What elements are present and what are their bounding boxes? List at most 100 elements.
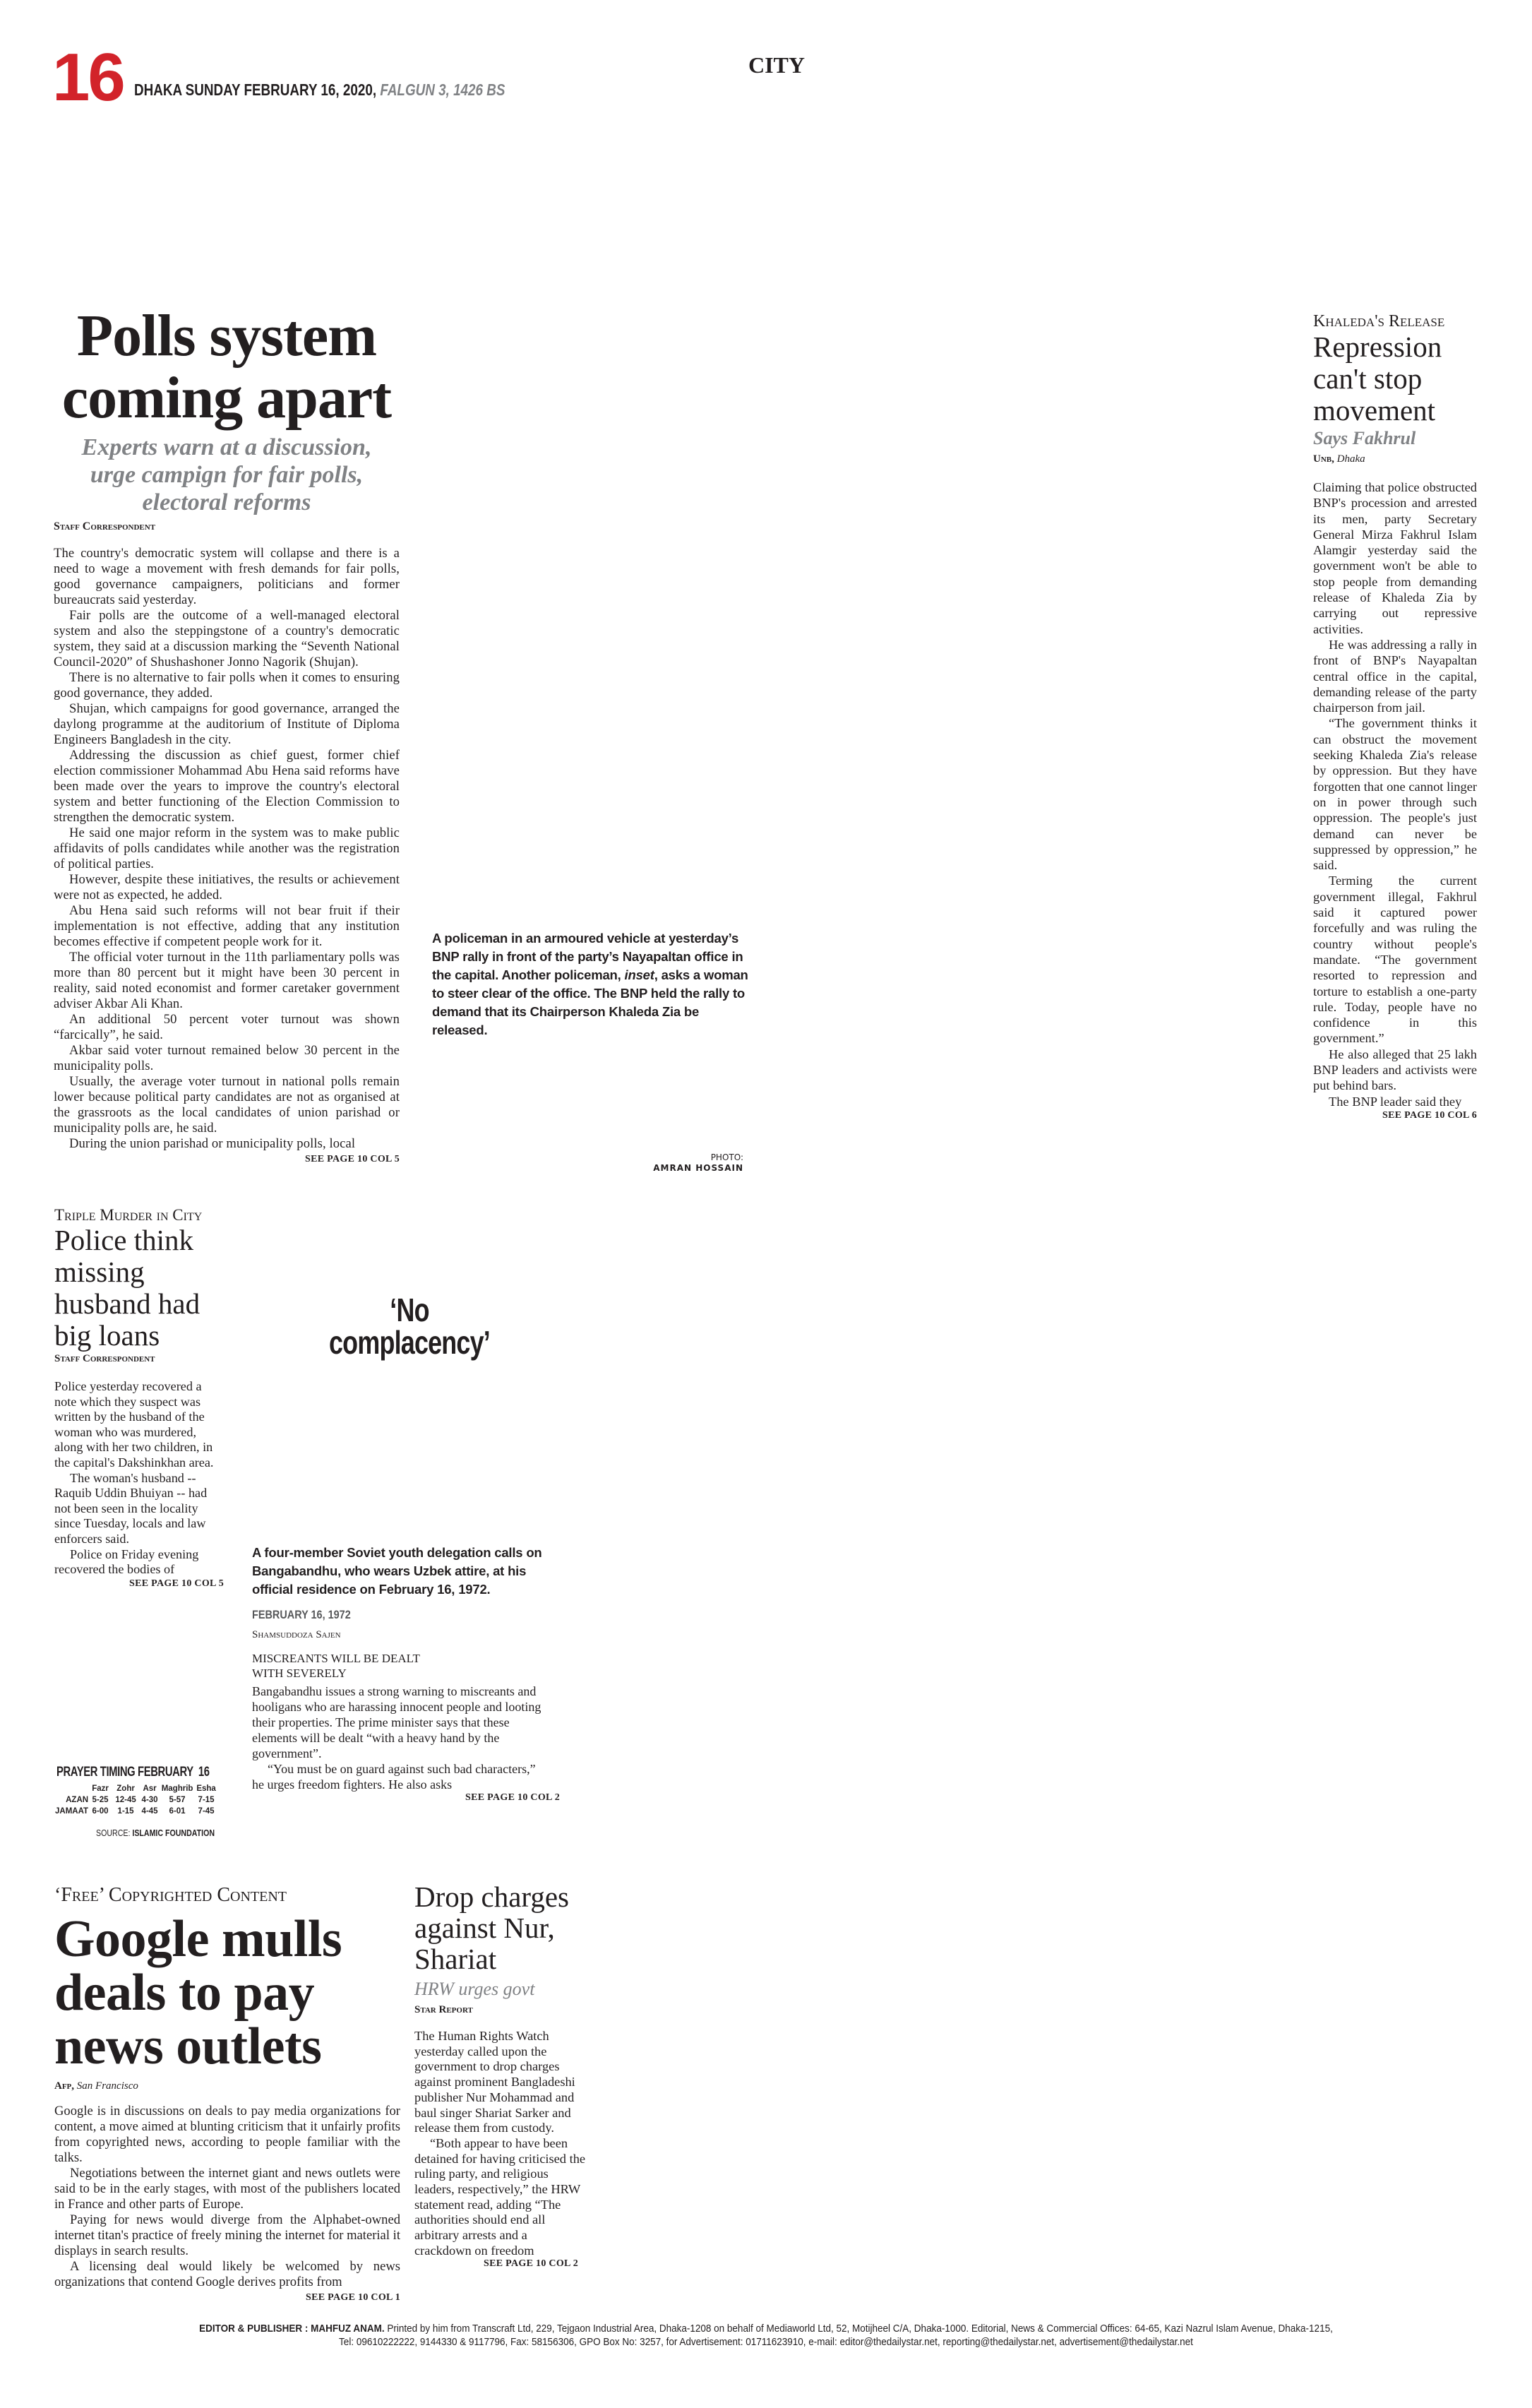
paragraph: During the union parishad or municipalit… xyxy=(69,1136,356,1151)
dateline: DHAKA SUNDAY FEBRUARY 16, 2020, FALGUN 3… xyxy=(134,82,505,98)
caption-text: A policeman in an armoured vehicle at ye… xyxy=(432,931,743,982)
article-google: ‘Free’ Copyrighted Content Google mulls … xyxy=(54,1884,400,2303)
headline: Repression can't stop movement xyxy=(1313,330,1442,427)
cell: 4-45 xyxy=(141,1807,158,1816)
headline: Polls system coming apart xyxy=(61,303,392,431)
article-murder: Triple Murder in City Police think missi… xyxy=(54,1206,224,1589)
continued-link[interactable]: SEE PAGE 10 COL 2 xyxy=(484,2258,578,2269)
headline: Police think missing husband had big loa… xyxy=(54,1224,201,1352)
byline-place: San Francisco xyxy=(76,2080,138,2092)
byline-agency: Afp, xyxy=(54,2080,75,2092)
paragraph: Paying for news would diverge from the A… xyxy=(54,2212,400,2258)
paragraph: “The government thinks it can obstruct t… xyxy=(1313,716,1477,873)
cell: 12-45 xyxy=(115,1796,136,1804)
article-body: The Human Rights Watch yesterday called … xyxy=(414,2029,587,2259)
paragraph: The Human Rights Watch yesterday called … xyxy=(414,2029,575,2135)
paragraph: Police on Friday evening recovered the b… xyxy=(54,1546,199,1577)
imprint-line-2: Tel: 09610222222, 9144330 & 9117796, Fax… xyxy=(339,2336,1193,2348)
byline: Afp, San Francisco xyxy=(54,2080,400,2092)
byline-agency: Unb, xyxy=(1313,453,1334,465)
subhead: Says Fakhrul xyxy=(1313,428,1416,448)
header-cell: Asr xyxy=(143,1784,157,1793)
paragraph: Addressing the discussion as chief guest… xyxy=(54,748,400,825)
cell: 6-01 xyxy=(169,1807,186,1816)
paragraph: An additional 50 percent voter turnout w… xyxy=(54,1012,400,1042)
header-cell: Esha xyxy=(196,1784,216,1793)
paragraph: Police yesterday recovered a note which … xyxy=(54,1379,214,1470)
photo-caption: A four-member Soviet youth delegation ca… xyxy=(252,1545,542,1597)
article-body: Police yesterday recovered a note which … xyxy=(54,1379,224,1578)
row-label: JAMAAT xyxy=(55,1807,89,1816)
prayer-source: SOURCE: ISLAMIC FOUNDATION xyxy=(96,1828,215,1838)
continued-link[interactable]: SEE PAGE 10 COL 5 xyxy=(305,1154,400,1164)
editor-publisher: EDITOR & PUBLISHER : MAHFUZ ANAM. xyxy=(199,2323,385,2335)
date: DHAKA SUNDAY FEBRUARY 16, 2020, xyxy=(134,81,377,99)
article-body: Google is in discussions on deals to pay… xyxy=(54,2104,400,2290)
cell: 7-15 xyxy=(198,1796,215,1804)
paragraph: Abu Hena said such reforms will not bear… xyxy=(54,903,400,949)
paragraph: The BNP leader said they xyxy=(1329,1094,1462,1109)
paragraph: Bangabandhu issues a strong warning to m… xyxy=(252,1684,541,1760)
paragraph: The country's democratic system will col… xyxy=(54,546,400,607)
paragraph: “Both appear to have been detained for h… xyxy=(414,2135,586,2258)
paragraph: Akbar said voter turnout remained below … xyxy=(54,1043,400,1073)
byline: Unb, Dhaka xyxy=(1313,453,1477,465)
photo-caption: A policeman in an armoured vehicle at ye… xyxy=(432,929,750,1039)
article-history: A four-member Soviet youth delegation ca… xyxy=(252,1544,563,1803)
paragraph: He was addressing a rally in front of BN… xyxy=(1313,637,1477,715)
cell: 4-30 xyxy=(141,1796,158,1804)
paragraph: Usually, the average voter turnout in na… xyxy=(54,1074,400,1136)
cell: 1-15 xyxy=(117,1807,134,1816)
article-body: Bangabandhu issues a strong warning to m… xyxy=(252,1683,549,1792)
continued-link[interactable]: SEE PAGE 10 COL 2 xyxy=(465,1792,560,1803)
headline: Drop charges against Nur, Shariat xyxy=(414,1880,569,1975)
source-name: ISLAMIC FOUNDATION xyxy=(132,1828,215,1838)
source-label: SOURCE: xyxy=(96,1828,131,1838)
photo-credit: PHOTO: AMRAN HOSSAIN xyxy=(607,1152,743,1174)
bangla-date: FALGUN 3, 1426 BS xyxy=(380,81,505,99)
imprint-footer: EDITOR & PUBLISHER : MAHFUZ ANAM. Printe… xyxy=(77,2322,1456,2349)
section-title: CITY xyxy=(748,52,805,78)
paragraph: The woman's husband -- Raquib Uddin Bhui… xyxy=(54,1470,208,1546)
header-cell xyxy=(55,1783,88,1794)
paragraph: Fair polls are the outcome of a well-man… xyxy=(54,608,400,669)
cell: 7-45 xyxy=(198,1807,215,1816)
credit-label: PHOTO: xyxy=(710,1152,743,1162)
page-number: 16 xyxy=(52,40,126,115)
paragraph: A licensing deal would likely be welcome… xyxy=(54,2259,400,2289)
subhead: Experts warn at a discussion, urge campi… xyxy=(81,434,372,515)
article-hrw: Drop charges against Nur, Shariat HRW ur… xyxy=(414,1881,587,2269)
history-title: ‘No complacency’ xyxy=(329,1292,491,1361)
header-cell: Maghrib xyxy=(161,1784,193,1793)
imprint-line-1: EDITOR & PUBLISHER : MAHFUZ ANAM. Printe… xyxy=(77,2322,1456,2335)
kicker: ‘Free’ Copyrighted Content xyxy=(54,1884,287,1906)
kicker: Triple Murder in City xyxy=(54,1206,203,1224)
paragraph: Google is in discussions on deals to pay… xyxy=(54,2104,400,2165)
paragraph: However, despite these initiatives, the … xyxy=(54,872,400,902)
continued-link[interactable]: SEE PAGE 10 COL 6 xyxy=(1382,1109,1477,1121)
header-cell: Fazr xyxy=(92,1784,109,1793)
continued-link[interactable]: SEE PAGE 10 COL 5 xyxy=(129,1578,224,1589)
byline: Staff Correspondent xyxy=(54,520,156,532)
article-polls: Polls system coming apart Experts warn a… xyxy=(54,305,400,1164)
byline: Staff Correspondent xyxy=(54,1353,155,1364)
byline: Shamsuddoza Sajen xyxy=(252,1629,341,1640)
subhead: MISCREANTS WILL BE DEALT WITH SEVERELY xyxy=(252,1652,420,1680)
paragraph: He also alleged that 25 lakh BNP leaders… xyxy=(1313,1047,1477,1093)
row-label: AZAN xyxy=(66,1796,89,1804)
paragraph: “You must be on guard against such bad c… xyxy=(252,1762,536,1792)
caption-text: , asks a woman to steer clear of the off… xyxy=(432,967,748,1037)
byline: Star Report xyxy=(414,2004,473,2015)
cell: 5-57 xyxy=(169,1796,186,1804)
subhead: HRW urges govt xyxy=(414,1979,535,1999)
paragraph: Shujan, which campaigns for good governa… xyxy=(54,701,400,747)
kicker: Khaleda's Release xyxy=(1313,312,1445,330)
cell: 5-25 xyxy=(92,1796,109,1804)
caption-italic: inset xyxy=(624,967,654,982)
headline: Google mulls deals to pay news outlets xyxy=(54,1910,342,2075)
continued-link[interactable]: SEE PAGE 10 COL 1 xyxy=(306,2292,400,2303)
